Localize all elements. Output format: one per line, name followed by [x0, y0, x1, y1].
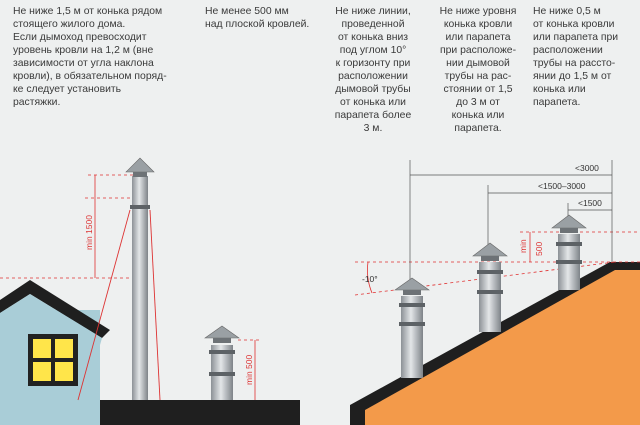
dimension-min-500-flat: min 500	[238, 339, 262, 400]
chimney-far	[394, 277, 430, 378]
dimension-min-1500: min 1500	[84, 174, 140, 278]
angle-marker: -10°	[362, 261, 378, 294]
tall-chimney	[77, 157, 161, 401]
label-gt3000: <3000	[575, 163, 599, 173]
pitched-roof	[350, 262, 640, 425]
caption-flat-roof: Не менее 500 мм над плоской кровлей.	[205, 6, 310, 30]
dimension-distances: <3000 <1500–3000 <1500	[409, 160, 613, 280]
chimney-near	[551, 214, 587, 290]
caption-ridge-house: Не ниже 1,5 м от конька рядом стоящего ж…	[13, 6, 167, 108]
flat-roof	[100, 400, 300, 425]
label-min-1500: min 1500	[84, 215, 94, 250]
chimney-middle	[472, 242, 508, 332]
label-1500-3000: <1500–3000	[538, 181, 586, 191]
label-min-500-ridge: min	[518, 239, 528, 253]
label-min-500-flat: min 500	[244, 354, 254, 385]
label-lt1500: <1500	[578, 198, 602, 208]
house-window	[28, 334, 78, 386]
caption-ridge-level: Не ниже уровня конька кровли или парапет…	[439, 6, 517, 134]
caption-angle-10: Не ниже линии, проведенной от конька вни…	[334, 6, 412, 134]
dimension-min-500-ridge: min 500	[518, 232, 544, 262]
neighbor-house	[0, 280, 110, 425]
label-angle: -10°	[362, 274, 378, 284]
caption-half-meter: Не ниже 0,5 м от конька кровли или парап…	[533, 6, 619, 108]
svg-text:500: 500	[534, 242, 544, 256]
flat-roof-chimney	[204, 325, 240, 400]
